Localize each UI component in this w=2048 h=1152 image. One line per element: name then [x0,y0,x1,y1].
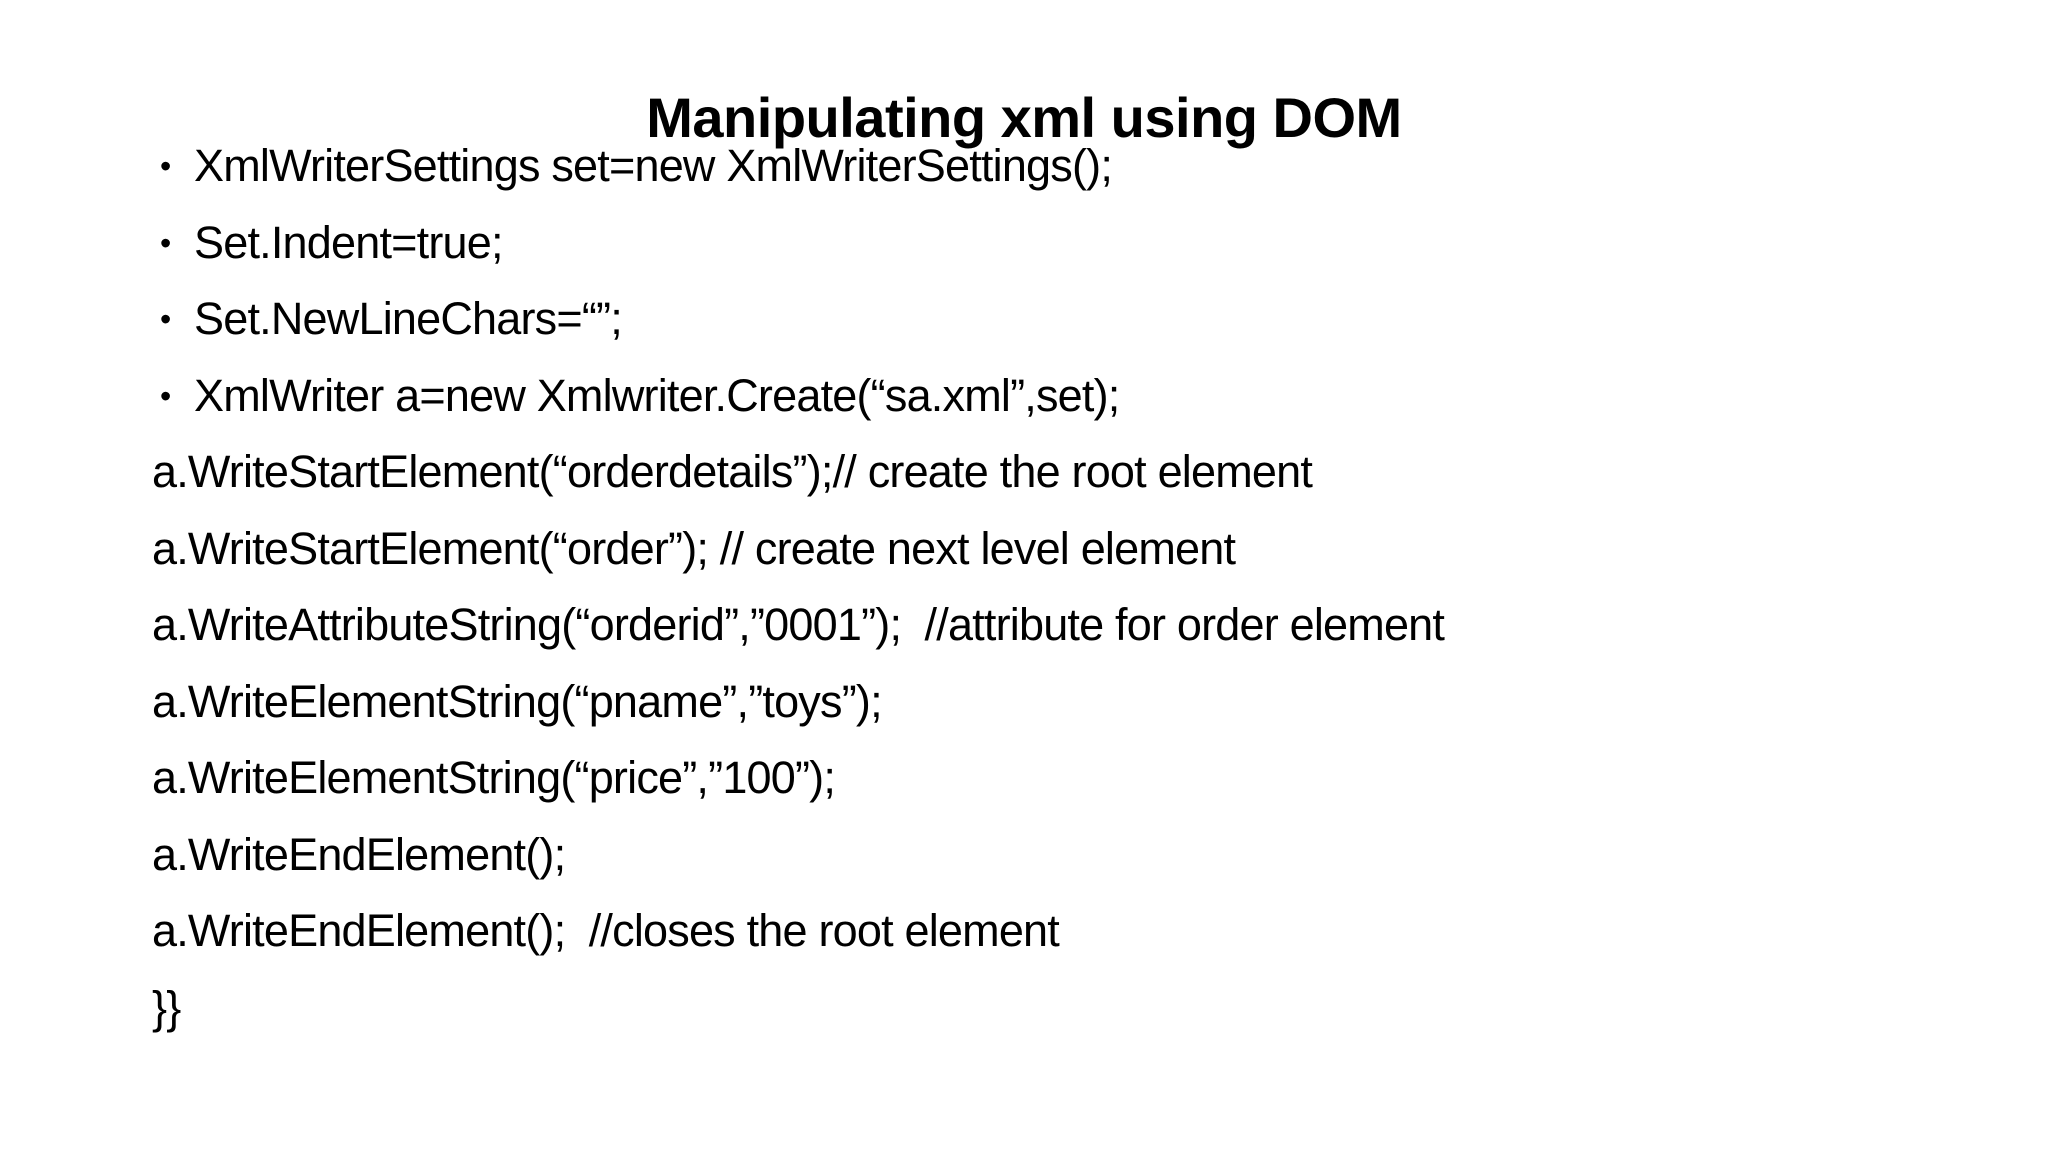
bullet-icon: • [160,377,171,414]
bullet-icon: • [160,224,171,261]
code-line-text: XmlWriter a=new Xmlwriter.Create(“sa.xml… [194,369,1120,421]
code-line: a.WriteAttributeString(“orderid”,”0001”)… [152,587,1988,664]
slide-body: • XmlWriterSettings set=new XmlWriterSett… [152,128,1988,1046]
code-line: a.WriteElementString(“price”,”100”); [152,740,1988,817]
code-line-text: XmlWriterSettings set=new XmlWriterSetti… [194,140,1113,192]
code-line: a.WriteElementString(“pname”,”toys”); [152,664,1988,741]
code-line: a.WriteStartElement(“order”); // create … [152,511,1988,588]
code-line-text: a.WriteStartElement(“order”); // create … [152,522,1236,574]
bullet-icon: • [160,148,171,185]
code-line: a.WriteEndElement(); //closes the root e… [152,893,1988,970]
code-line-text: a.WriteEndElement(); //closes the root e… [152,905,1060,957]
code-line: • Set.NewLineChars=“”; [152,281,1988,358]
code-line-text: a.WriteElementString(“pname”,”toys”); [152,675,883,727]
code-line-text: a.WriteStartElement(“orderdetails”);// c… [152,446,1313,498]
code-line-text: a.WriteElementString(“price”,”100”); [152,752,836,804]
bullet-icon: • [160,301,171,338]
code-line: • XmlWriter a=new Xmlwriter.Create(“sa.xm… [152,358,1988,435]
code-line-text: a.WriteAttributeString(“orderid”,”0001”)… [152,599,1445,651]
code-line: }} [152,970,1988,1047]
code-line-text: Set.NewLineChars=“”; [194,293,623,345]
code-line-text: }} [152,981,181,1033]
code-line: • Set.Indent=true; [152,205,1988,282]
code-line-text: Set.Indent=true; [194,216,503,268]
code-line: a.WriteStartElement(“orderdetails”);// c… [152,434,1988,511]
code-line: a.WriteEndElement(); [152,817,1988,894]
code-line-text: a.WriteEndElement(); [152,828,566,880]
code-line: • XmlWriterSettings set=new XmlWriterSett… [152,128,1988,205]
slide-title: Manipulating xml using DOM [646,86,1402,149]
